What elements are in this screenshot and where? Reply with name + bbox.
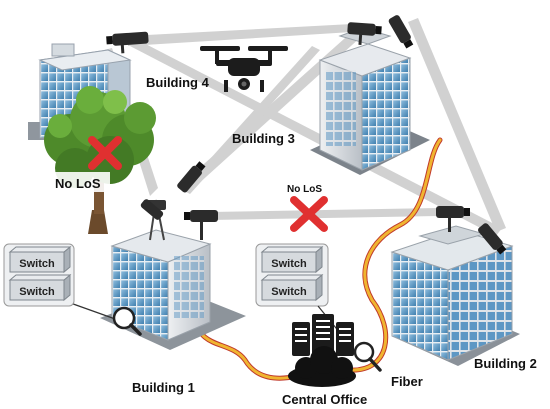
fso-terminal-icon <box>106 31 149 54</box>
server-rack-icon <box>292 314 354 356</box>
switch-box: Switch <box>260 245 324 274</box>
tree-icon <box>44 86 156 234</box>
building-3 <box>310 27 430 175</box>
beam-b4-b3 <box>128 24 352 46</box>
cloud-icon <box>288 346 356 387</box>
beam-b3-b1-b <box>182 46 320 194</box>
building-1 <box>100 199 246 350</box>
label-building-3: Building 3 <box>232 131 295 146</box>
magnifier-icon <box>112 306 142 336</box>
building-2 <box>390 225 520 366</box>
fso-terminal-icon <box>388 15 414 49</box>
label-building-4: Building 4 <box>146 75 210 90</box>
fso-terminals <box>106 15 507 255</box>
fso-terminal-icon <box>140 199 164 220</box>
switch-panel-center: Switch Switch <box>255 243 355 351</box>
switch-box: Switch <box>8 245 72 274</box>
switch-label: Switch <box>271 286 307 298</box>
beam-b1-b2 <box>210 208 438 220</box>
label-central-office: Central Office <box>282 392 367 407</box>
magnifier-icon <box>353 341 382 372</box>
fso-terminal-icon <box>478 223 507 255</box>
switch-label: Switch <box>19 258 55 270</box>
label-fiber: Fiber <box>391 374 423 389</box>
label-building-1: Building 1 <box>132 380 195 395</box>
no-los-tree-tag-bg <box>50 172 110 192</box>
drone-icon <box>200 46 288 92</box>
switch-label: Switch <box>19 286 55 298</box>
fso-terminal-icon <box>436 206 470 232</box>
beam-b3-b2-right <box>408 18 506 232</box>
fso-terminal-icon <box>184 210 218 240</box>
switch-box: Switch <box>8 273 72 302</box>
label-no-los-link: No LoS <box>287 184 322 195</box>
switch-box: Switch <box>260 273 324 302</box>
switch-panel-left: Switch Switch <box>3 243 119 321</box>
beam-b4-b2 <box>130 38 502 236</box>
label-building-2: Building 2 <box>474 356 537 371</box>
fso-terminal-icon <box>347 22 382 45</box>
fso-terminal-icon <box>177 161 206 193</box>
blocked-x-icon <box>88 136 122 170</box>
no-los-link-marker <box>290 196 328 232</box>
switch-label: Switch <box>271 258 307 270</box>
label-no-los-tree: No LoS <box>55 176 101 191</box>
